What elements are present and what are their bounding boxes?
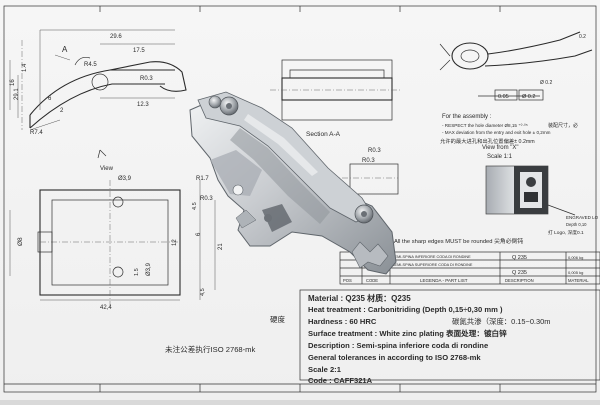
border-ticks <box>99 6 501 392</box>
section-a-a: Section A-A <box>270 59 400 138</box>
dim-r1-7: R1.7 <box>196 176 209 182</box>
gdt-tolerance-1: 0.05 <box>498 94 509 100</box>
view-from-x-scale: Scale 1:1 <box>487 154 513 160</box>
spec-scale: Scale 2:1 <box>308 365 342 374</box>
assembly-sketch: 0.05 Ø 0.2 Ø 0.2 For the assembly : - RE… <box>439 31 593 145</box>
spec-hardness: Hardness : 60 HRC <box>308 317 377 326</box>
parts-col-code: CODE <box>366 278 378 283</box>
parts-row1-desc: SEMI-SPINA INFERIORE CODA DI RONDINE <box>392 255 471 259</box>
spec-code: Code : CAFF321A <box>308 376 373 385</box>
dim-r0-3-top: R0.3 <box>140 76 153 82</box>
dim-6-front: 6 <box>196 232 202 236</box>
gdt-tolerance-2: Ø 0.2 <box>522 94 535 100</box>
spec-surface: Surface treatment : White zinc plating 表… <box>308 328 507 338</box>
dim-29-6: 29.6 <box>110 34 122 40</box>
dim-r0-3-b: R0.3 <box>362 158 375 164</box>
parts-list-header: LEGENDA - PART LIST <box>420 278 468 283</box>
front-view: Ø3,9 R1.7 R0.3 Ø8 6 12 21 4.5 Ø3,9 1.5 4… <box>9 176 224 311</box>
dim-16: 16 <box>10 79 16 86</box>
spec-hardness-cn: 硬度 <box>270 314 285 324</box>
small-tolerance: 0.2 <box>579 34 586 40</box>
dim-12-front: 12 <box>172 239 178 246</box>
dim-42-4: 42,4 <box>100 305 112 311</box>
top-left-view: 29.6 17.5 12.3 R4.5 29.1 16 1.4 6 2 A R7… <box>9 29 187 172</box>
dim-r7-4: R7.4 <box>30 130 43 136</box>
assembly-note-line1: - RESPECT the hole diameter Ø8,15 ⁺⁰·⁰⁵ <box>442 123 528 128</box>
dim-dia-8: Ø8 <box>17 237 24 246</box>
parts-list-table: SEMI-SPINA INFERIORE CODA DI RONDINE Q 2… <box>339 251 600 285</box>
dim-r0-3-front: R0.3 <box>200 196 213 202</box>
spec-heat: Heat treatment : Carbonitriding (Depth 0… <box>308 305 503 314</box>
dim-29-1: 29.1 <box>14 88 20 100</box>
assembly-note-title: For the assembly : <box>442 114 492 120</box>
view-from-x-label: View from "X" <box>482 145 519 151</box>
spec-block: Material : Q235 材质：Q235 Heat treatment :… <box>270 289 600 385</box>
section-marker-a: A <box>62 45 68 54</box>
dim-2: 2 <box>60 108 64 114</box>
parts-col-desc: DESCRIPTION <box>505 278 534 283</box>
hinge-part-photo <box>189 91 397 275</box>
parts-row1-mat: Q 235 <box>512 255 527 261</box>
stamp-note: 打 Logo, 深度0.1 <box>548 229 584 236</box>
tolerance-cn: 未注公差执行ISO 2768-mk <box>165 344 256 354</box>
gdt-tolerance-3: Ø 0.2 <box>540 80 552 86</box>
dim-1-5: 1.5 <box>134 268 140 276</box>
view-label: View <box>100 166 114 172</box>
parts-row2-qty: 0,005 kg <box>568 270 583 275</box>
engraved-sub: Depth 0,10 <box>566 222 587 227</box>
parts-col-pos: POS <box>343 278 352 283</box>
dim-4-5: 4.5 <box>192 202 198 210</box>
assembly-note-cn1: 装配尺寸，必 <box>548 122 578 129</box>
engraved-label: ENGRAVED LO <box>566 215 599 220</box>
dim-dia-3-9-top: Ø3,9 <box>118 176 132 182</box>
dim-1-4: 1.4 <box>22 63 28 72</box>
spec-tolerance: General tolerances in according to ISO 2… <box>308 353 481 362</box>
assembly-note-line2: - MAX deviation from the entry and exit … <box>442 130 551 135</box>
dim-4-5-bottom: 4,5 <box>200 288 206 296</box>
dim-r4-5: R4.5 <box>84 62 97 68</box>
sharp-edges-note: All the sharp edges MUST be rounded 尖角必倒… <box>394 237 523 245</box>
view-from-x: View from "X" Scale 1:1 ENGRAVED LO Dept… <box>482 145 599 236</box>
parts-col-material: MATERIAL <box>568 278 589 283</box>
parts-row2-desc: SEMI-SPINA SUPERIORE CODA DI RONDINE <box>392 263 473 267</box>
dim-r0-3-a: R0.3 <box>368 148 381 154</box>
assembly-note-cn2: 允许的最大进孔和出孔位置偏差± 0.2mm <box>440 137 535 145</box>
dim-21: 21 <box>218 243 224 250</box>
parts-row1-qty: 0,006 kg <box>568 255 583 260</box>
spec-material: Material : Q235 材质：Q235 <box>308 293 411 303</box>
dim-6: 6 <box>48 96 52 102</box>
section-a-a-label: Section A-A <box>306 131 341 138</box>
spec-heat-cn: 碳氮共渗（深度：0.15~0.30m <box>452 317 550 326</box>
dim-12-3: 12.3 <box>137 102 149 108</box>
parts-row2-mat: Q 235 <box>512 270 527 276</box>
spec-description: Description : Semi-spina inferiore coda … <box>308 341 488 350</box>
dim-dia-3-9-bottom: Ø3,9 <box>146 262 152 276</box>
dim-17-5: 17.5 <box>133 48 145 54</box>
